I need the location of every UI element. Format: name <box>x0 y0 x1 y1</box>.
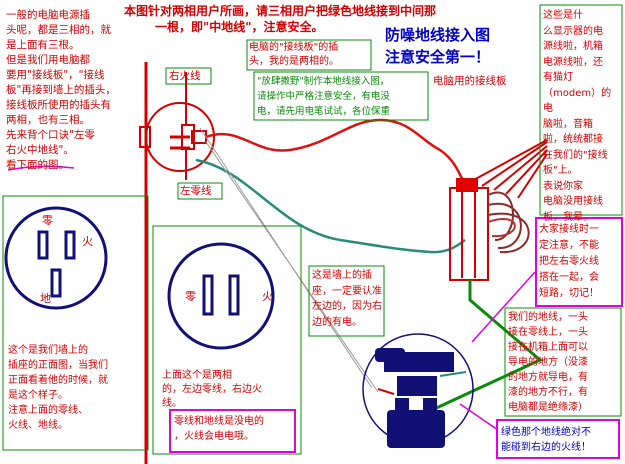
plug-note-box <box>246 39 372 71</box>
live-label: 右火线 <box>169 70 201 82</box>
warn-right-note: 大家接线时一 定注意，不能 把左右零火线 搭在一起，会 短路，切记！ <box>539 224 599 299</box>
socket2-zero-label: 零 <box>185 290 196 303</box>
two-phase-socket <box>152 225 302 455</box>
socket3-fire-label: 火 <box>82 235 93 248</box>
ground-arrow <box>459 403 499 431</box>
neutral-label-box <box>177 182 223 200</box>
socket2-note: 上面这个是两相 的，左边零线，右边火 线。 <box>162 370 262 409</box>
power-cable-teal <box>195 158 466 254</box>
wall-socket <box>362 333 474 448</box>
socket3-earth-label: 地 <box>40 292 51 305</box>
right-note: 这些是什 么显示器的电 源线啦，机箱 电源线啦，还 有猫灯 （modem）的电 … <box>543 10 612 223</box>
guide-line-2 <box>205 141 379 393</box>
ground-note: 我们的地线，一头 接在零线上，一头 接在机箱上面可以 导电的地方（没漆 的地方就… <box>508 312 588 413</box>
page-title-line2: 一根，即"中地线"，注意安全。 <box>155 20 324 34</box>
headline-line1: 防噪地线接入图 <box>385 26 491 44</box>
plug-note: 电脑的"接线板"的插 头，我的是两相的。 <box>249 42 339 67</box>
two-phase-plug <box>139 72 215 180</box>
neutral-label: 左零线 <box>180 185 212 197</box>
credit-note: "放肆撒野"制作本地线接入图， 请操作中严格注意安全，有电没 电，请先用电笔试试… <box>257 76 391 117</box>
two-socket-warn-box <box>169 409 296 453</box>
page-title-line1: 本图针对两相用户所画，请三相用户把绿色地线接到中间那 <box>124 4 437 18</box>
warn-right-box <box>535 217 623 307</box>
left-note: 一般的电脑电源插 头呢，都是三相的，就 是上面有三根。 但是我们用电脑都 要用"… <box>6 9 116 171</box>
wall-note: 这是墙上的插 座，一定要认准 左边的，因为右 边的有电。 <box>312 270 382 328</box>
socket2-fire-label: 火 <box>262 290 273 303</box>
live-label-box <box>165 67 212 85</box>
warn-arrow <box>471 271 536 343</box>
socket2-warn: 零线和地线是没电的 ，火线会电电哦。 <box>174 416 264 442</box>
strip-label: 电脑用的接线板 <box>433 75 507 87</box>
wall-note-box <box>308 265 385 337</box>
note-arrows <box>469 139 548 199</box>
headline-line2: 注意安全第一！ <box>385 48 491 66</box>
socket3-zero-label: 零 <box>42 214 53 227</box>
socket3-note: 这个是我们墙上的 插座的正面图，当我们 正面看着他的时候，就 是这个样子。 注意… <box>8 345 108 431</box>
three-phase-socket <box>2 195 149 451</box>
right-note-box <box>539 4 623 216</box>
credit-note-box <box>253 71 429 121</box>
bottom-warn: 绿色那个地线绝对不 能碰到右边的火线！ <box>501 427 591 453</box>
ground-note-box <box>504 307 622 417</box>
slogan-underline <box>7 165 75 171</box>
bottom-warn-box <box>496 419 620 459</box>
power-strip <box>449 178 530 281</box>
power-cable-red <box>205 118 467 186</box>
